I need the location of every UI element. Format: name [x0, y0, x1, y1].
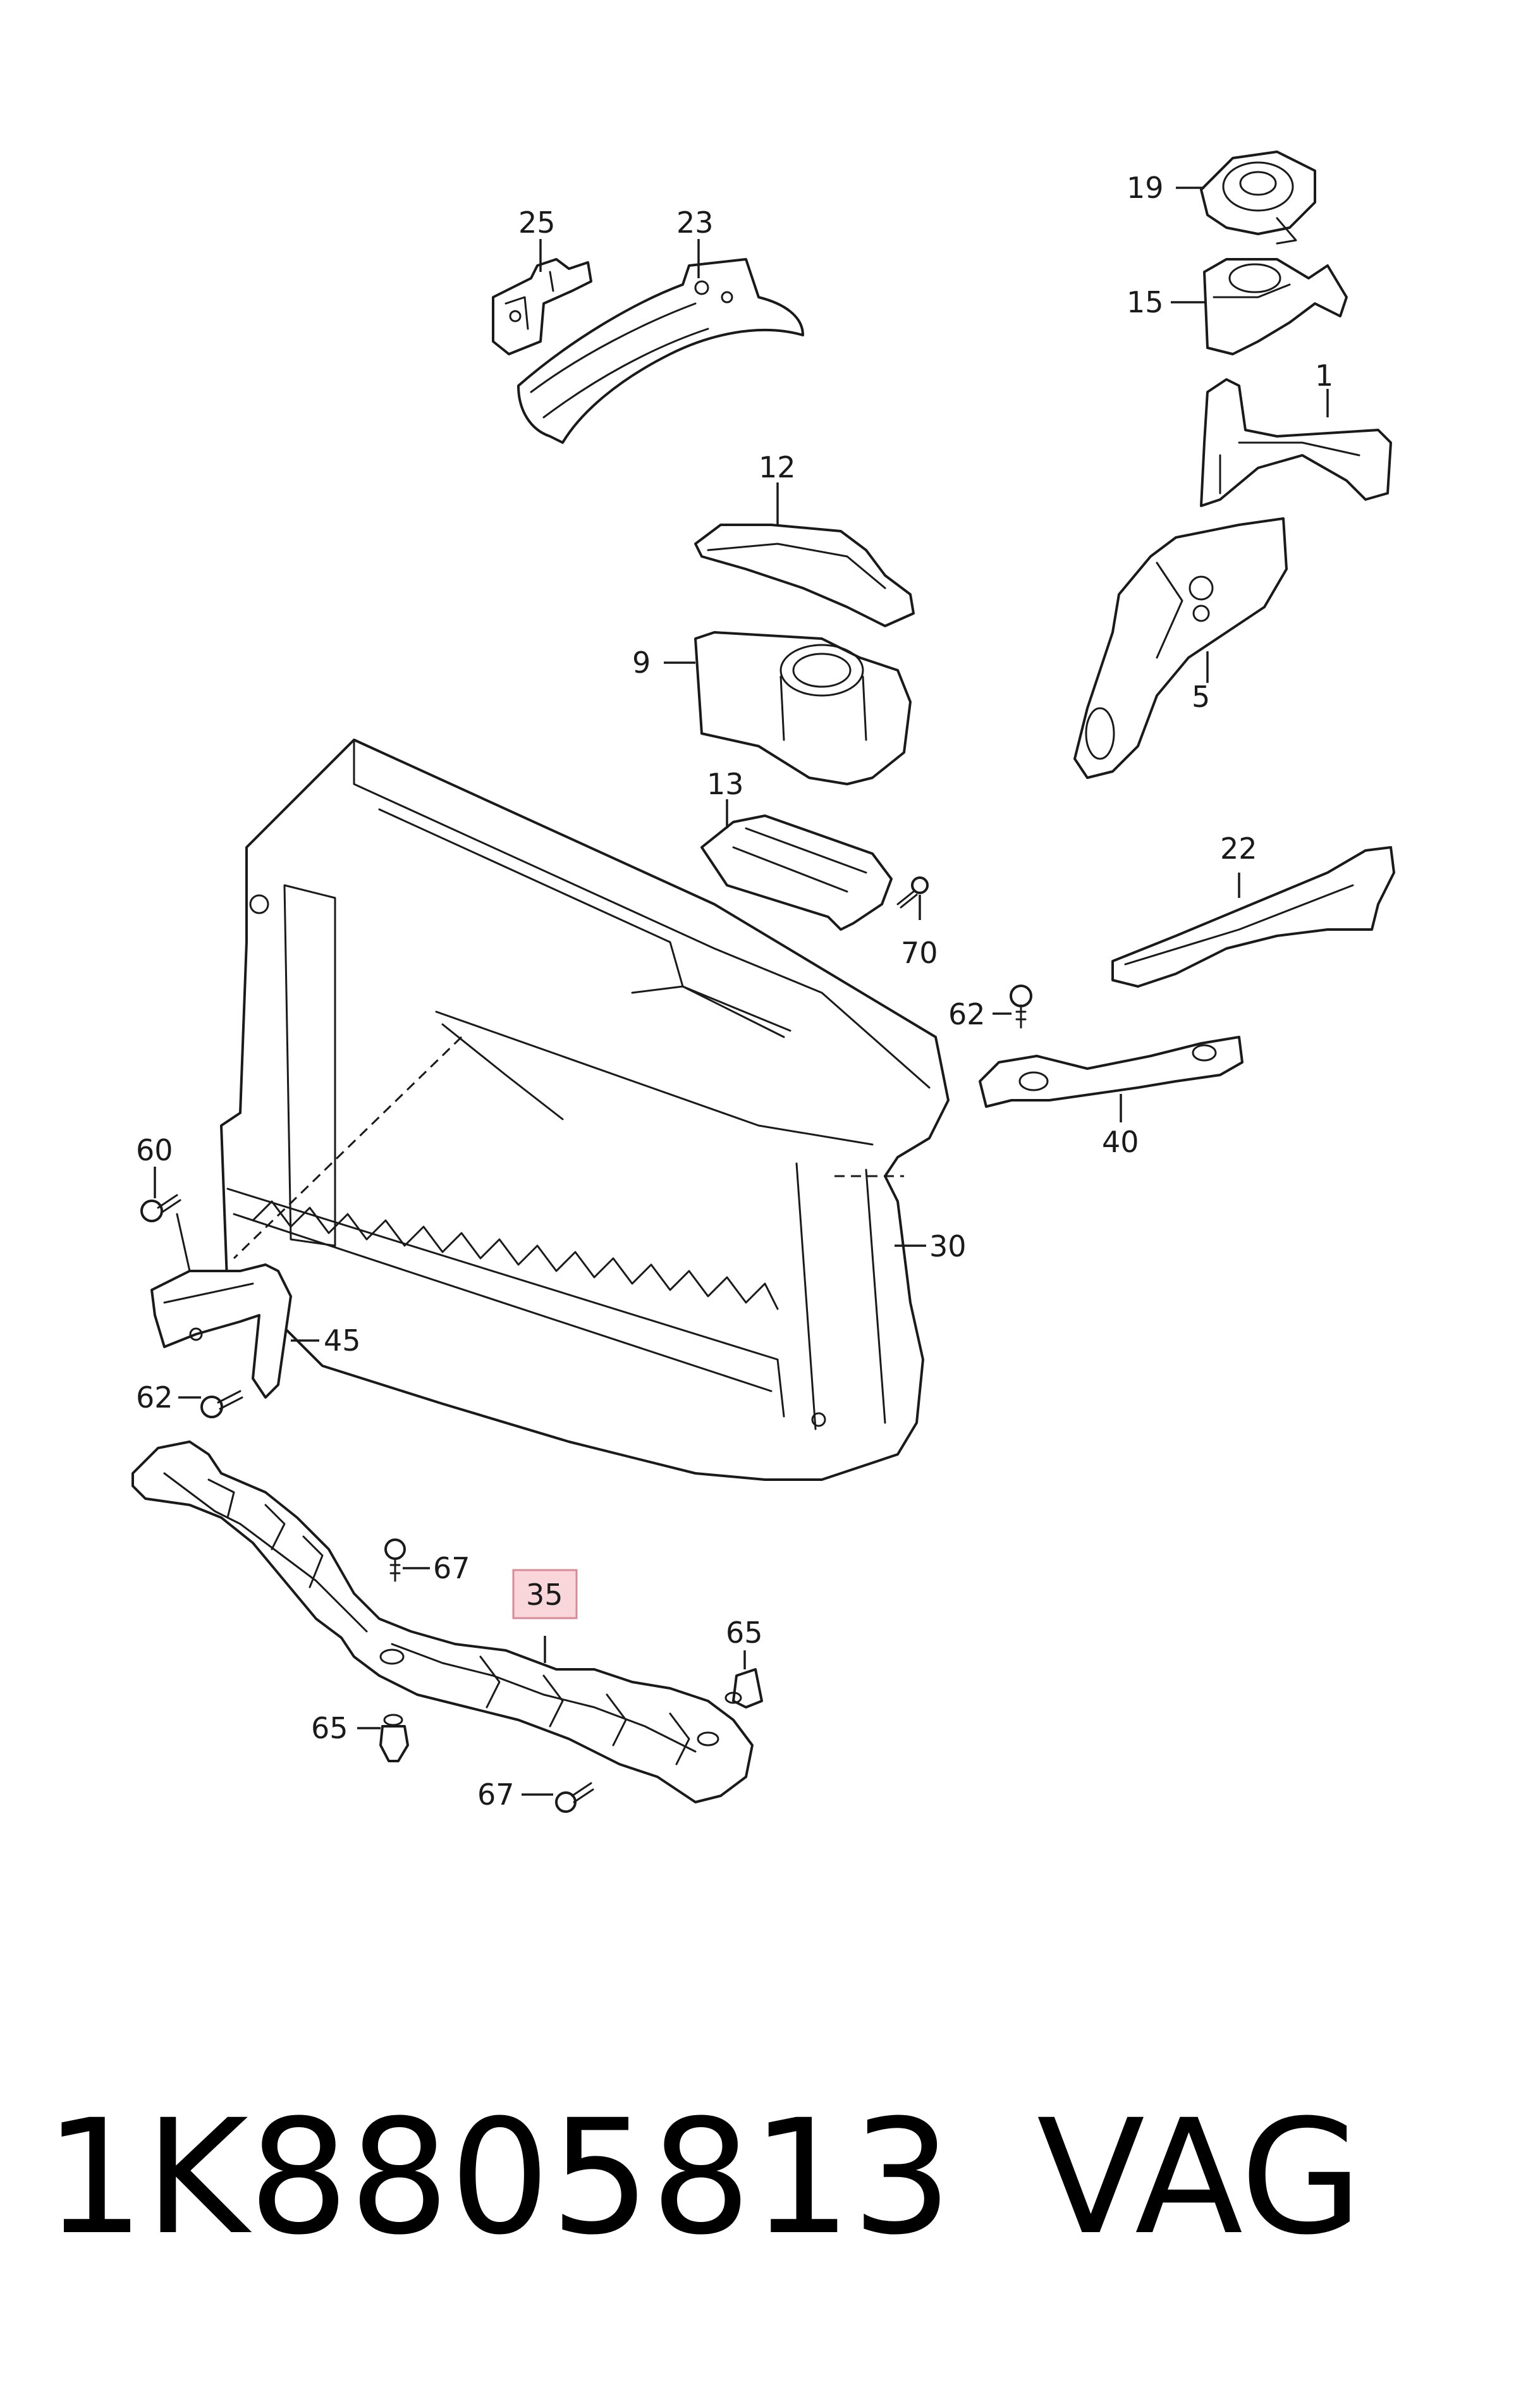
- part-65-clip-right: [724, 1668, 763, 1709]
- callout-22: 22: [1220, 832, 1257, 866]
- callout-62-lower: 62: [136, 1380, 173, 1415]
- callout-35-highlight: [512, 1569, 578, 1619]
- part-62-screw-lower: [200, 1390, 243, 1418]
- callout-40: 40: [1102, 1125, 1139, 1159]
- callout-13: 13: [707, 767, 744, 801]
- part-65-clip-left: [379, 1714, 409, 1762]
- part-5-side-member: [1073, 517, 1288, 779]
- dashed-alignment-line: [233, 1036, 463, 1260]
- part-30-lock-carrier: [220, 739, 950, 1481]
- leader-lines: [154, 187, 1329, 1796]
- callout-5: 5: [1192, 680, 1210, 714]
- callout-67-lower: 67: [477, 1777, 515, 1812]
- callout-70: 70: [901, 936, 938, 970]
- part-9-air-intake: [694, 631, 912, 785]
- part-23-rail: [517, 258, 804, 444]
- part-35-bracket: [131, 1440, 754, 1803]
- part-40-bracket: [979, 1036, 1244, 1108]
- callout-1: 1: [1315, 359, 1333, 393]
- callout-35: 35: [526, 1578, 563, 1612]
- part-15-strut-housing: [1203, 258, 1348, 355]
- part-25-bracket: [492, 258, 592, 355]
- callout-60: 60: [136, 1133, 173, 1167]
- callout-labels: 25 23 19 15 1 12 9 5 13 22 70 62 40 60 3…: [136, 171, 1333, 1812]
- callout-23: 23: [676, 206, 714, 240]
- part-45-bracket: [150, 1213, 292, 1399]
- callout-25: 25: [518, 206, 556, 240]
- part-22-crossmember: [1111, 846, 1395, 988]
- callout-45: 45: [324, 1323, 361, 1358]
- callout-67-upper: 67: [433, 1551, 470, 1585]
- part-12-air-duct-cover: [694, 524, 915, 627]
- part-67-screw-upper: [384, 1538, 406, 1582]
- part-67-screw-lower: [555, 1782, 594, 1813]
- callout-15: 15: [1127, 285, 1164, 319]
- callout-65-right: 65: [726, 1616, 763, 1650]
- callout-19: 19: [1127, 171, 1164, 205]
- callout-62-upper: 62: [948, 997, 986, 1031]
- callout-12: 12: [759, 450, 796, 484]
- part-60-screw: [140, 1194, 181, 1222]
- part-19-mount: [1200, 150, 1316, 245]
- callout-65-left: 65: [311, 1711, 348, 1745]
- brand-name: VAG: [1037, 2085, 1362, 2269]
- part-number: 1K8805813: [44, 2085, 952, 2269]
- part-62-screw-upper: [1010, 985, 1032, 1029]
- callout-9: 9: [632, 646, 651, 680]
- part-13-small-duct: [700, 814, 893, 931]
- part-70-screw: [896, 876, 929, 909]
- part-1-side-panel: [1200, 378, 1392, 507]
- callout-30: 30: [929, 1229, 967, 1263]
